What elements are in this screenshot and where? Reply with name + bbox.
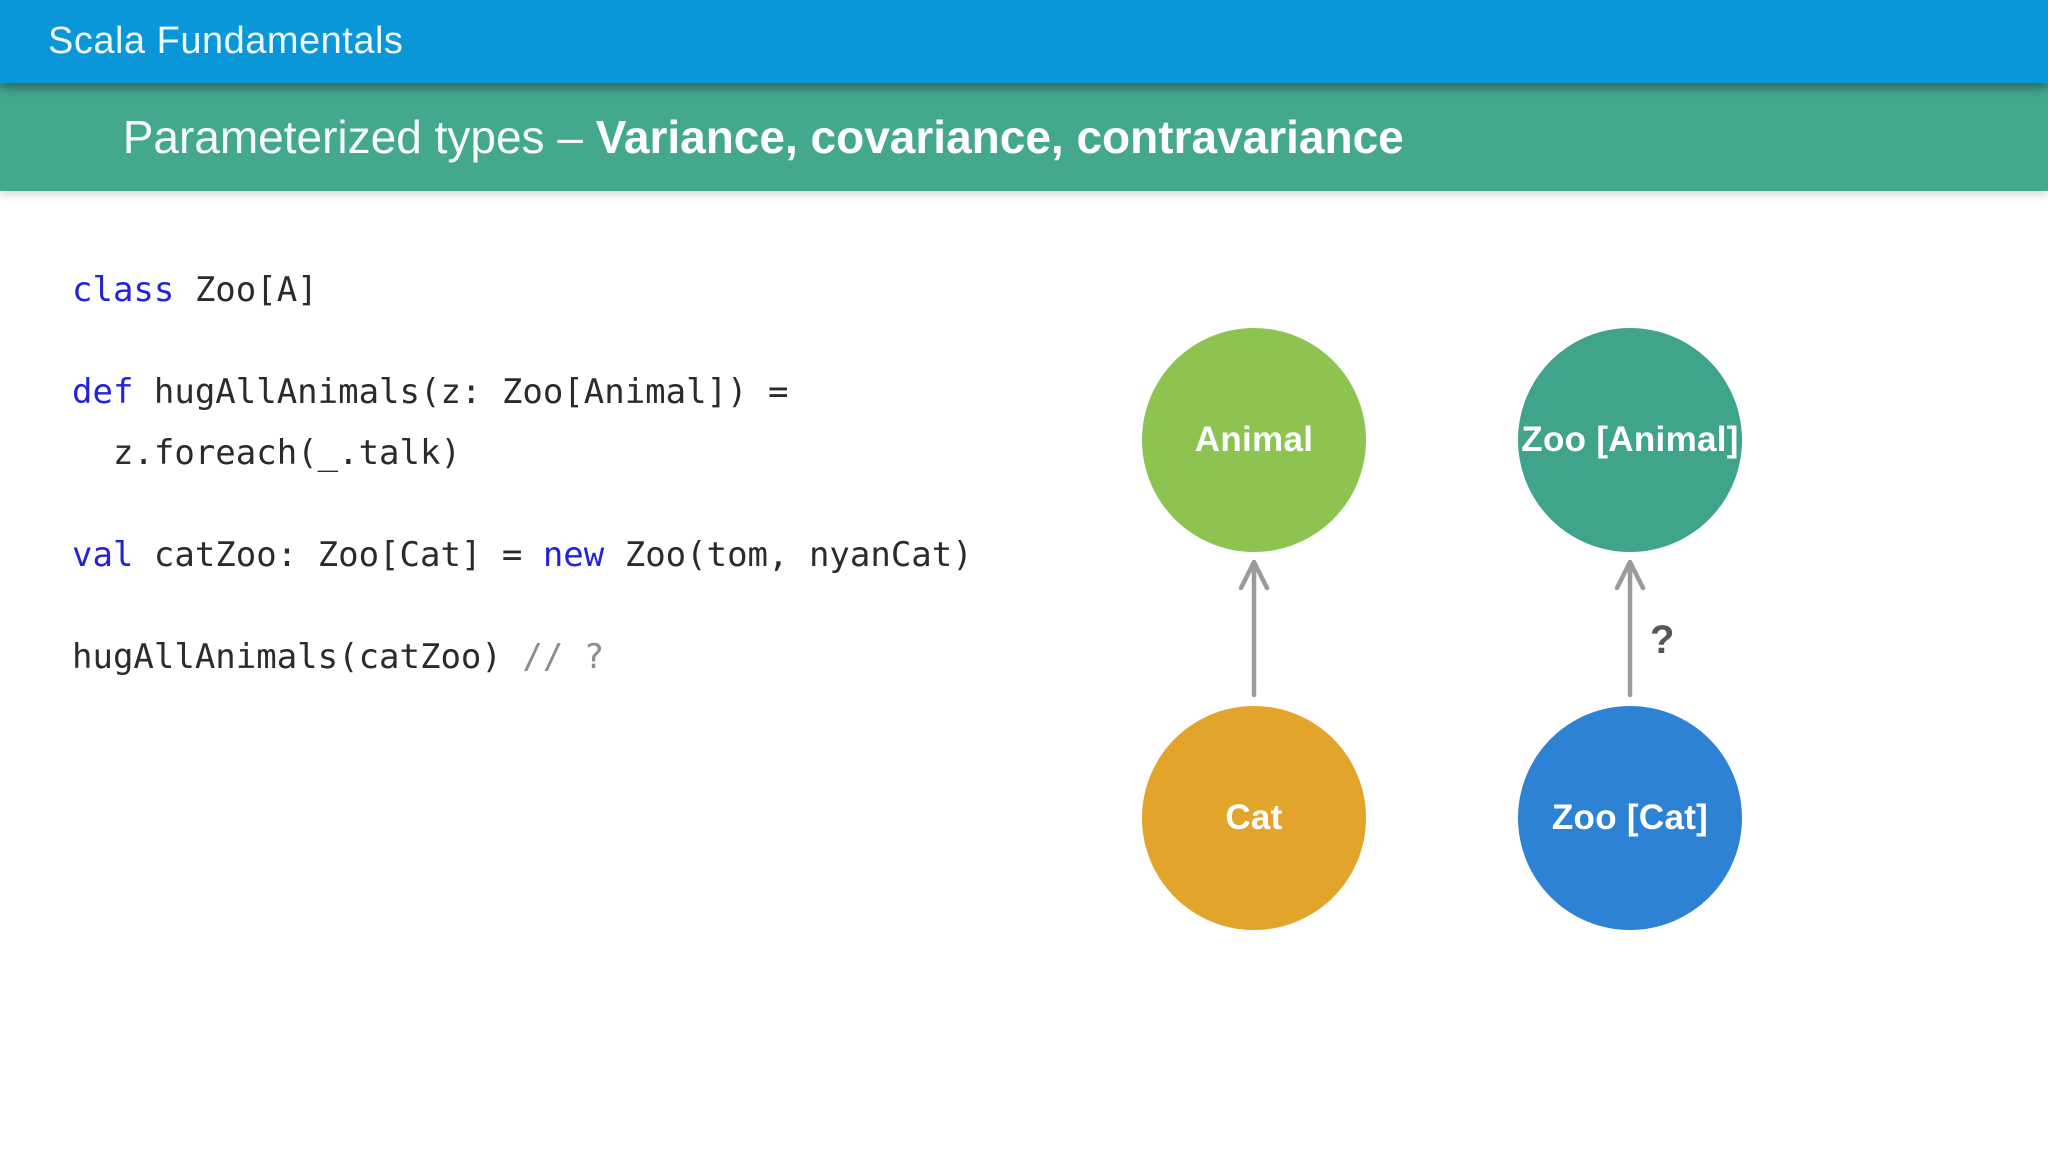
- code-token: // ?: [522, 637, 605, 677]
- node-zoo-animal: Zoo [Animal]: [1518, 328, 1742, 552]
- code-line-call-hugallanimals: hugAllAnimals(catZoo) // ?: [72, 637, 973, 678]
- code-token: new: [542, 535, 605, 575]
- code-token: z.foreach(_.talk): [72, 433, 461, 473]
- slide-title-bar: Parameterized types – Variance, covarian…: [0, 83, 2048, 191]
- code-line-def-hugallanimals: def hugAllAnimals(z: Zoo[Animal]) =: [72, 372, 973, 413]
- arrow-zoocat-to-zooanimal: [1614, 559, 1646, 698]
- node-animal: Animal: [1142, 328, 1366, 552]
- slide-title-separator: –: [544, 111, 596, 163]
- code-token: class: [72, 270, 175, 310]
- top-app-bar: Scala Fundamentals: [0, 0, 2048, 83]
- slide-title-prefix: Parameterized types: [122, 111, 545, 163]
- code-block: class Zoo[A] def hugAllAnimals(z: Zoo[An…: [72, 270, 973, 678]
- code-token: Zoo(tom, nyanCat): [604, 535, 973, 575]
- code-token: val: [72, 535, 134, 575]
- code-token: Zoo[A]: [174, 270, 318, 310]
- code-line-class-zoo: class Zoo[A]: [72, 270, 973, 311]
- node-animal-label: Animal: [1194, 420, 1314, 459]
- code-token: hugAllAnimals(catZoo): [72, 637, 523, 677]
- node-zoo-cat: Zoo [Cat]: [1518, 706, 1742, 930]
- edge-question-mark: ?: [1650, 618, 1675, 662]
- node-cat: Cat: [1142, 706, 1366, 930]
- code-token: catZoo: Zoo[Cat] =: [133, 535, 543, 575]
- node-cat-label: Cat: [1225, 798, 1283, 837]
- node-zoo-cat-label: Zoo [Cat]: [1551, 798, 1709, 837]
- code-token: def: [72, 372, 134, 412]
- arrow-cat-to-animal: [1238, 559, 1270, 698]
- code-line-foreach: z.foreach(_.talk): [72, 433, 973, 474]
- app-title: Scala Fundamentals: [48, 20, 404, 62]
- slide-title: Parameterized types – Variance, covarian…: [46, 56, 1404, 218]
- code-token: hugAllAnimals(z: Zoo[Animal]) =: [133, 372, 789, 412]
- node-zoo-animal-label: Zoo [Animal]: [1521, 420, 1739, 459]
- code-line-val-catzoo: val catZoo: Zoo[Cat] = new Zoo(tom, nyan…: [72, 535, 973, 576]
- slide-title-emphasis: Variance, covariance, contravariance: [595, 111, 1404, 163]
